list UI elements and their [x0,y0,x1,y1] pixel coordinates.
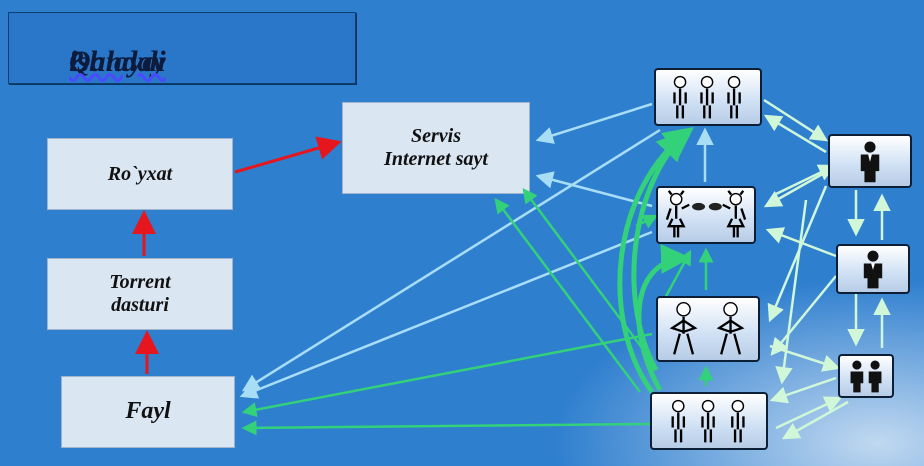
arrow-royxat-to-servis [234,136,342,174]
arrow-r2 [763,114,827,154]
node-single-middle [836,244,910,294]
node-two-people [656,296,760,362]
arrow-talk-node-to-fayl [239,230,653,399]
arrow-r16 [775,396,843,430]
arrow-top-node-to-fayl [241,128,661,392]
fayl-box: Fayl [61,376,235,448]
node-couple-talking [656,186,756,244]
arrow-r11 [769,344,841,372]
arrow-r14 [769,376,837,404]
arrow-curve-bottom-to-talk [636,243,691,392]
royxat-label: Ro`yxat [107,162,173,185]
node-three-people-bottom [650,392,768,450]
arrow-r4 [775,164,837,196]
fayl-label: Fayl [125,398,171,425]
arrow-bottom-to-servis [494,198,641,393]
single-person-icon [860,141,880,183]
servis-label-line1: Servis [411,125,461,147]
two-people-icon [669,301,745,355]
two-person-icon [850,360,882,393]
arrow-curve-mid-to-top [631,130,688,372]
slide-title: Qanday ishlaydi ? [8,12,356,84]
arrow-talk-node-to-servis [535,171,653,208]
arrow-bottom-to-fayl [241,420,651,436]
arrow-r3 [763,170,827,208]
arrow-r1 [763,98,829,142]
torrent-label-line1: Torrent [109,271,171,293]
servis-label-line2: Internet sayt [384,148,488,170]
three-person-icon [673,75,741,119]
arrow-mid-to-fayl [241,332,653,418]
three-person-icon [671,399,745,443]
arrow-mid-to-servis [522,187,650,357]
node-pair-bottom [838,354,894,398]
two-people-talking-icon [665,190,747,238]
torrent-label-line2: dasturi [111,294,169,316]
royxat-box: Ro`yxat [47,138,233,210]
node-single-top [828,134,912,188]
node-three-people-top [654,68,762,126]
arrow-r10 [770,275,837,356]
arrow-top-node-to-servis [535,102,653,144]
single-person-icon [863,250,883,289]
